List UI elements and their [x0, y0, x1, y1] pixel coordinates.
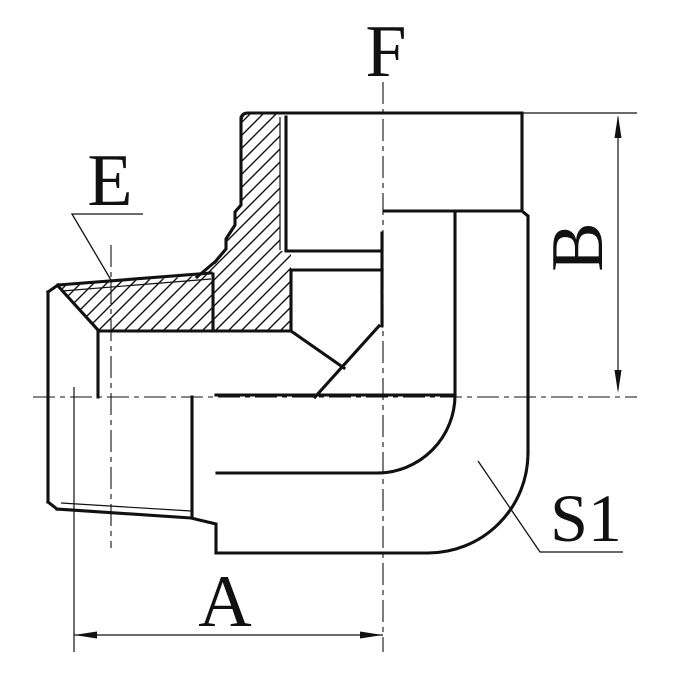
port-thread-end	[284, 231, 384, 328]
stud-bore-wall	[96, 329, 293, 399]
leader-e	[70, 213, 143, 281]
leader-s1	[477, 460, 623, 553]
cap-step	[382, 209, 530, 455]
label-s1: S1	[550, 480, 622, 556]
b-arrow-up-icon	[614, 115, 622, 138]
body-outer-corner-arc	[214, 451, 530, 555]
bore-junction-cone-b	[312, 323, 382, 400]
b-arrow-down-icon	[614, 370, 622, 393]
part-outline	[45, 111, 530, 555]
stud-crest-bottom	[55, 507, 218, 555]
hatch-fill	[58, 113, 291, 331]
thread-root-lines	[60, 117, 281, 512]
label-b: B	[537, 222, 619, 271]
dimension-a	[73, 387, 383, 652]
port-seat-step	[289, 268, 384, 333]
label-e: E	[87, 140, 132, 222]
male-thread-root-top	[61, 278, 212, 292]
e-leader-line	[70, 213, 143, 281]
stud-shoulder	[190, 258, 219, 518]
bore-junction-cone-a	[288, 328, 347, 371]
hex-step-profile	[212, 111, 524, 265]
section-hatch	[58, 113, 291, 331]
s1-leader-line	[477, 460, 623, 553]
a-arrow-left-icon	[74, 631, 97, 639]
a-arrow-right-icon	[360, 631, 383, 639]
male-thread-root-bottom	[60, 502, 192, 512]
stud-bore-chamfer	[55, 283, 101, 333]
centerlines	[33, 82, 637, 652]
dimension-b	[523, 112, 637, 390]
label-f: F	[365, 11, 406, 93]
label-a: A	[198, 561, 251, 643]
body-inner-fillet	[215, 211, 457, 475]
stud-crest-top	[56, 271, 213, 287]
